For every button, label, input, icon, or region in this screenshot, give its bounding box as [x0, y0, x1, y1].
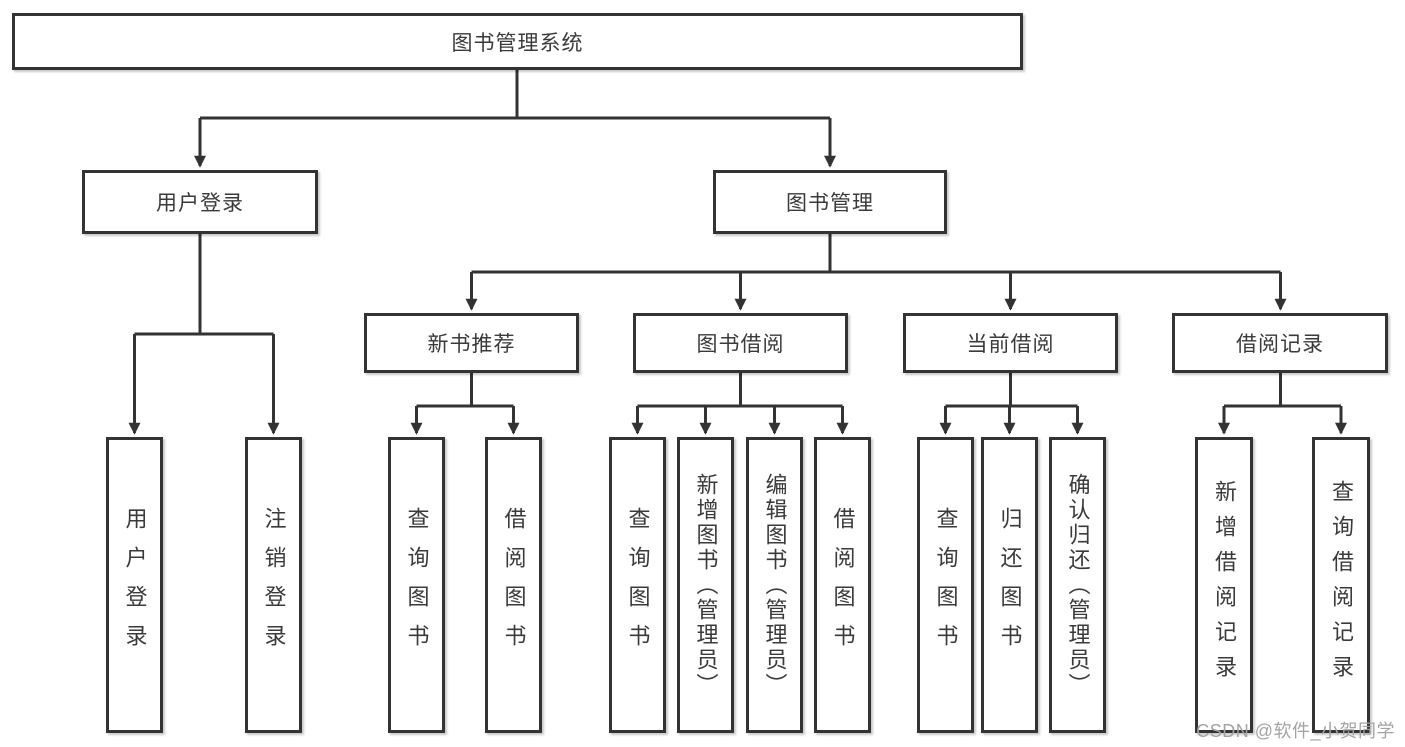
- leaf-edit-books-admin: 编辑图书（管理员）: [746, 437, 803, 733]
- leaf-logout: 注销登录: [245, 437, 302, 733]
- leaf-query-books-current-label: 查询图书: [933, 507, 959, 663]
- node-book-management-label: 图书管理: [786, 192, 874, 215]
- node-current-borrow: 当前借阅: [903, 313, 1118, 373]
- leaf-query-borrow-record: 查询借阅记录: [1312, 437, 1370, 733]
- node-root: 图书管理系统: [12, 13, 1023, 70]
- leaf-confirm-return-admin: 确认归还（管理员）: [1049, 437, 1106, 733]
- leaf-borrow-books-recommend: 借阅图书: [485, 437, 542, 733]
- leaf-add-borrow-record-label: 新增借阅记录: [1212, 480, 1237, 690]
- leaf-query-books-borrow-label: 查询图书: [625, 507, 651, 663]
- node-borrow-records: 借阅记录: [1172, 313, 1388, 373]
- leaf-query-books-recommend-label: 查询图书: [404, 507, 430, 663]
- node-root-label: 图书管理系统: [451, 31, 584, 55]
- leaf-add-borrow-record: 新增借阅记录: [1195, 437, 1253, 733]
- node-user-login: 用户登录: [82, 170, 318, 234]
- leaf-user-login: 用户登录: [106, 437, 163, 733]
- leaf-edit-books-admin-label: 编辑图书（管理员）: [762, 472, 788, 698]
- leaf-add-books-admin: 新增图书（管理员）: [677, 437, 734, 733]
- connector-trunks: [134, 70, 1341, 408]
- node-borrow-records-label: 借阅记录: [1236, 333, 1324, 356]
- leaf-query-books-borrow: 查询图书: [609, 437, 666, 733]
- leaf-return-books: 归还图书: [981, 437, 1038, 733]
- leaf-logout-label: 注销登录: [261, 507, 287, 663]
- leaf-add-books-admin-label: 新增图书（管理员）: [693, 472, 719, 698]
- leaf-borrow-books-recommend-label: 借阅图书: [501, 507, 527, 663]
- leaf-borrow-books-label: 借阅图书: [830, 507, 856, 663]
- node-new-book-recommend: 新书推荐: [364, 313, 579, 373]
- leaf-query-borrow-record-label: 查询借阅记录: [1329, 480, 1354, 690]
- node-book-borrow-label: 图书借阅: [696, 333, 785, 356]
- leaf-query-books-recommend: 查询图书: [388, 437, 445, 733]
- csdn-watermark: CSDN @软件_小贺同学: [1196, 721, 1395, 741]
- leaf-return-books-label: 归还图书: [997, 507, 1023, 663]
- node-user-login-label: 用户登录: [156, 192, 244, 215]
- node-new-book-recommend-label: 新书推荐: [427, 333, 516, 356]
- leaf-confirm-return-admin-label: 确认归还（管理员）: [1065, 472, 1091, 698]
- node-book-management: 图书管理: [713, 170, 947, 234]
- leaf-borrow-books: 借阅图书: [814, 437, 871, 733]
- leaf-user-login-label: 用户登录: [122, 507, 148, 663]
- leaf-query-books-current: 查询图书: [917, 437, 974, 733]
- node-current-borrow-label: 当前借阅: [966, 333, 1055, 356]
- node-book-borrow: 图书借阅: [633, 313, 848, 373]
